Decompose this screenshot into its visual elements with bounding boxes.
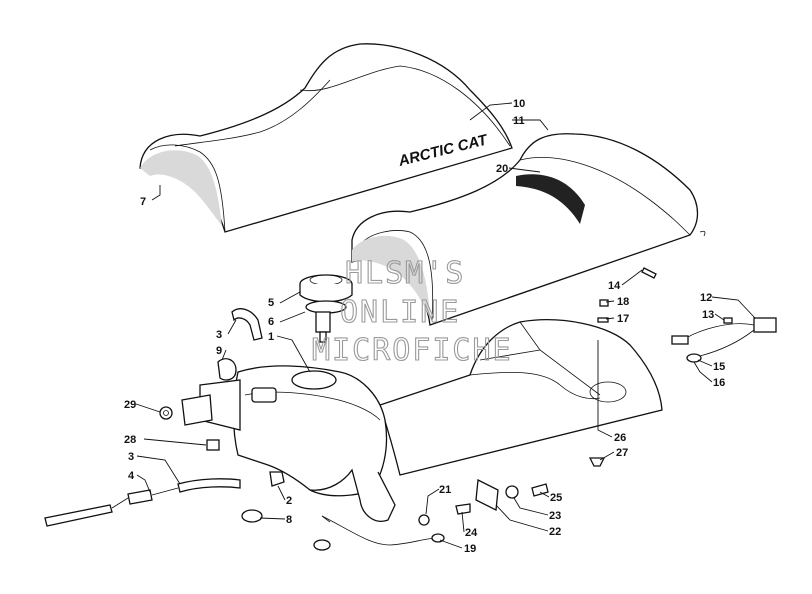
- callout-6: 6: [268, 316, 274, 328]
- callout-20: 20: [496, 163, 508, 175]
- callout-13: 13: [702, 309, 714, 321]
- callout-18: 18: [617, 296, 629, 308]
- callout-11: 11: [513, 115, 525, 127]
- callout-25: 25: [550, 492, 562, 504]
- callout-3-upper: 3: [216, 329, 222, 341]
- callout-29: 29: [124, 399, 136, 411]
- watermark-line-3: MICROFICHE: [312, 333, 513, 368]
- wiring-harness: [671, 317, 777, 363]
- callout-7: 7: [140, 196, 146, 208]
- callout-22: 22: [549, 526, 561, 538]
- callout-4: 4: [128, 470, 135, 482]
- watermark-line-1: HLSM'S: [345, 256, 465, 291]
- callout-21: 21: [439, 484, 451, 496]
- hoses-cables: [44, 478, 445, 551]
- callout-27: 27: [616, 447, 628, 459]
- callout-2: 2: [286, 495, 292, 507]
- callout-15: 15: [713, 361, 725, 373]
- callout-24: 24: [465, 527, 478, 539]
- callout-9: 9: [216, 345, 222, 357]
- tunnel-chassis: [379, 319, 663, 476]
- callout-16: 16: [713, 377, 725, 389]
- callout-12: 12: [700, 292, 712, 304]
- callout-14: 14: [608, 280, 621, 292]
- fuel-tank: [181, 365, 396, 522]
- callout-19: 19: [464, 543, 476, 555]
- leader-lines: [135, 102, 756, 549]
- callout-28: 28: [124, 434, 136, 446]
- callout-10: 10: [513, 98, 525, 110]
- callout-17: 17: [617, 313, 629, 325]
- fuel-sender: [299, 274, 353, 343]
- callout-5: 5: [268, 297, 274, 309]
- callout-3-lower: 3: [128, 451, 134, 463]
- lower-seat: [351, 133, 706, 326]
- watermark: HLSM'S ONLINE MICROFICHE: [311, 255, 513, 368]
- callout-23: 23: [549, 510, 561, 522]
- watermark-line-2: ONLINE: [340, 295, 460, 330]
- callout-1: 1: [268, 331, 274, 343]
- callout-26: 26: [614, 432, 626, 444]
- callout-labels: 10 11 7 20 14 5 6 18 17 12 13 3 1 9 15 1…: [124, 98, 725, 555]
- callout-8: 8: [286, 514, 292, 526]
